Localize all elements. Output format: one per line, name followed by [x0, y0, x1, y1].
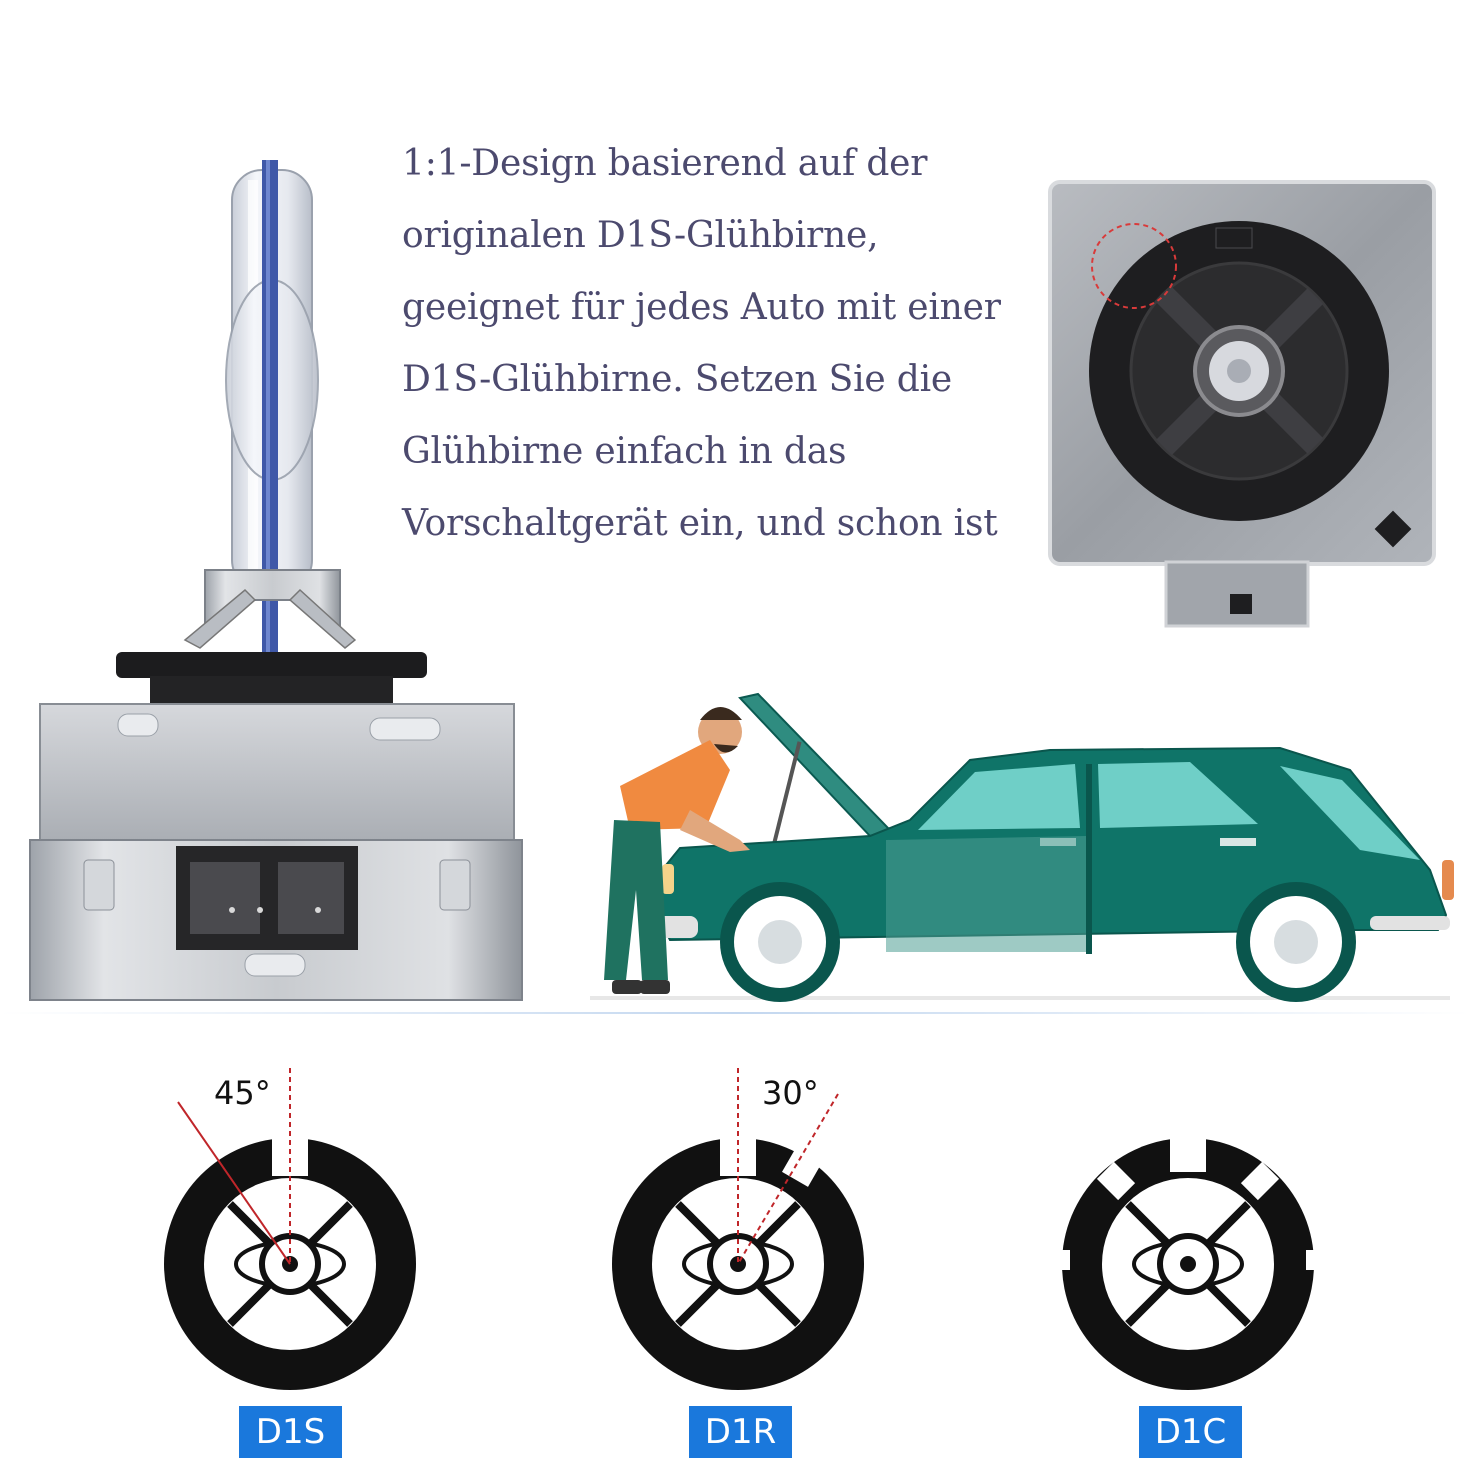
d1r-angle-label: 30°: [762, 1074, 819, 1112]
d1r-badge: D1R: [689, 1406, 792, 1458]
xenon-bulb-illustration: [29, 160, 523, 1001]
description-line: geeignet für jedes Auto mit einer: [402, 287, 1001, 328]
mechanic-car-illustration: [590, 692, 1454, 1002]
d1c-badge: D1C: [1139, 1406, 1242, 1458]
d1s-badge: D1S: [239, 1406, 342, 1458]
product-description: 1:1-Design basierend auf der originalen …: [402, 128, 1022, 560]
description-line: D1S-Glühbirne. Setzen Sie die: [402, 359, 953, 400]
d1s-base-diagram: [164, 1068, 416, 1390]
description-line: 1:1-Design basierend auf der: [402, 143, 928, 184]
bulb-socket-closeup: [1048, 180, 1436, 628]
d1r-base-diagram: [612, 1068, 864, 1390]
section-divider: [0, 1012, 1470, 1014]
d1c-base-diagram: [1056, 1136, 1320, 1390]
d1s-angle-label: 45°: [214, 1074, 271, 1112]
description-line: Glühbirne einfach in das: [402, 431, 847, 472]
description-line: originalen D1S-Glühbirne,: [402, 215, 879, 256]
base-diagrams: [164, 1068, 1320, 1390]
description-line: Vorschaltgerät ein, und schon ist: [402, 503, 998, 544]
